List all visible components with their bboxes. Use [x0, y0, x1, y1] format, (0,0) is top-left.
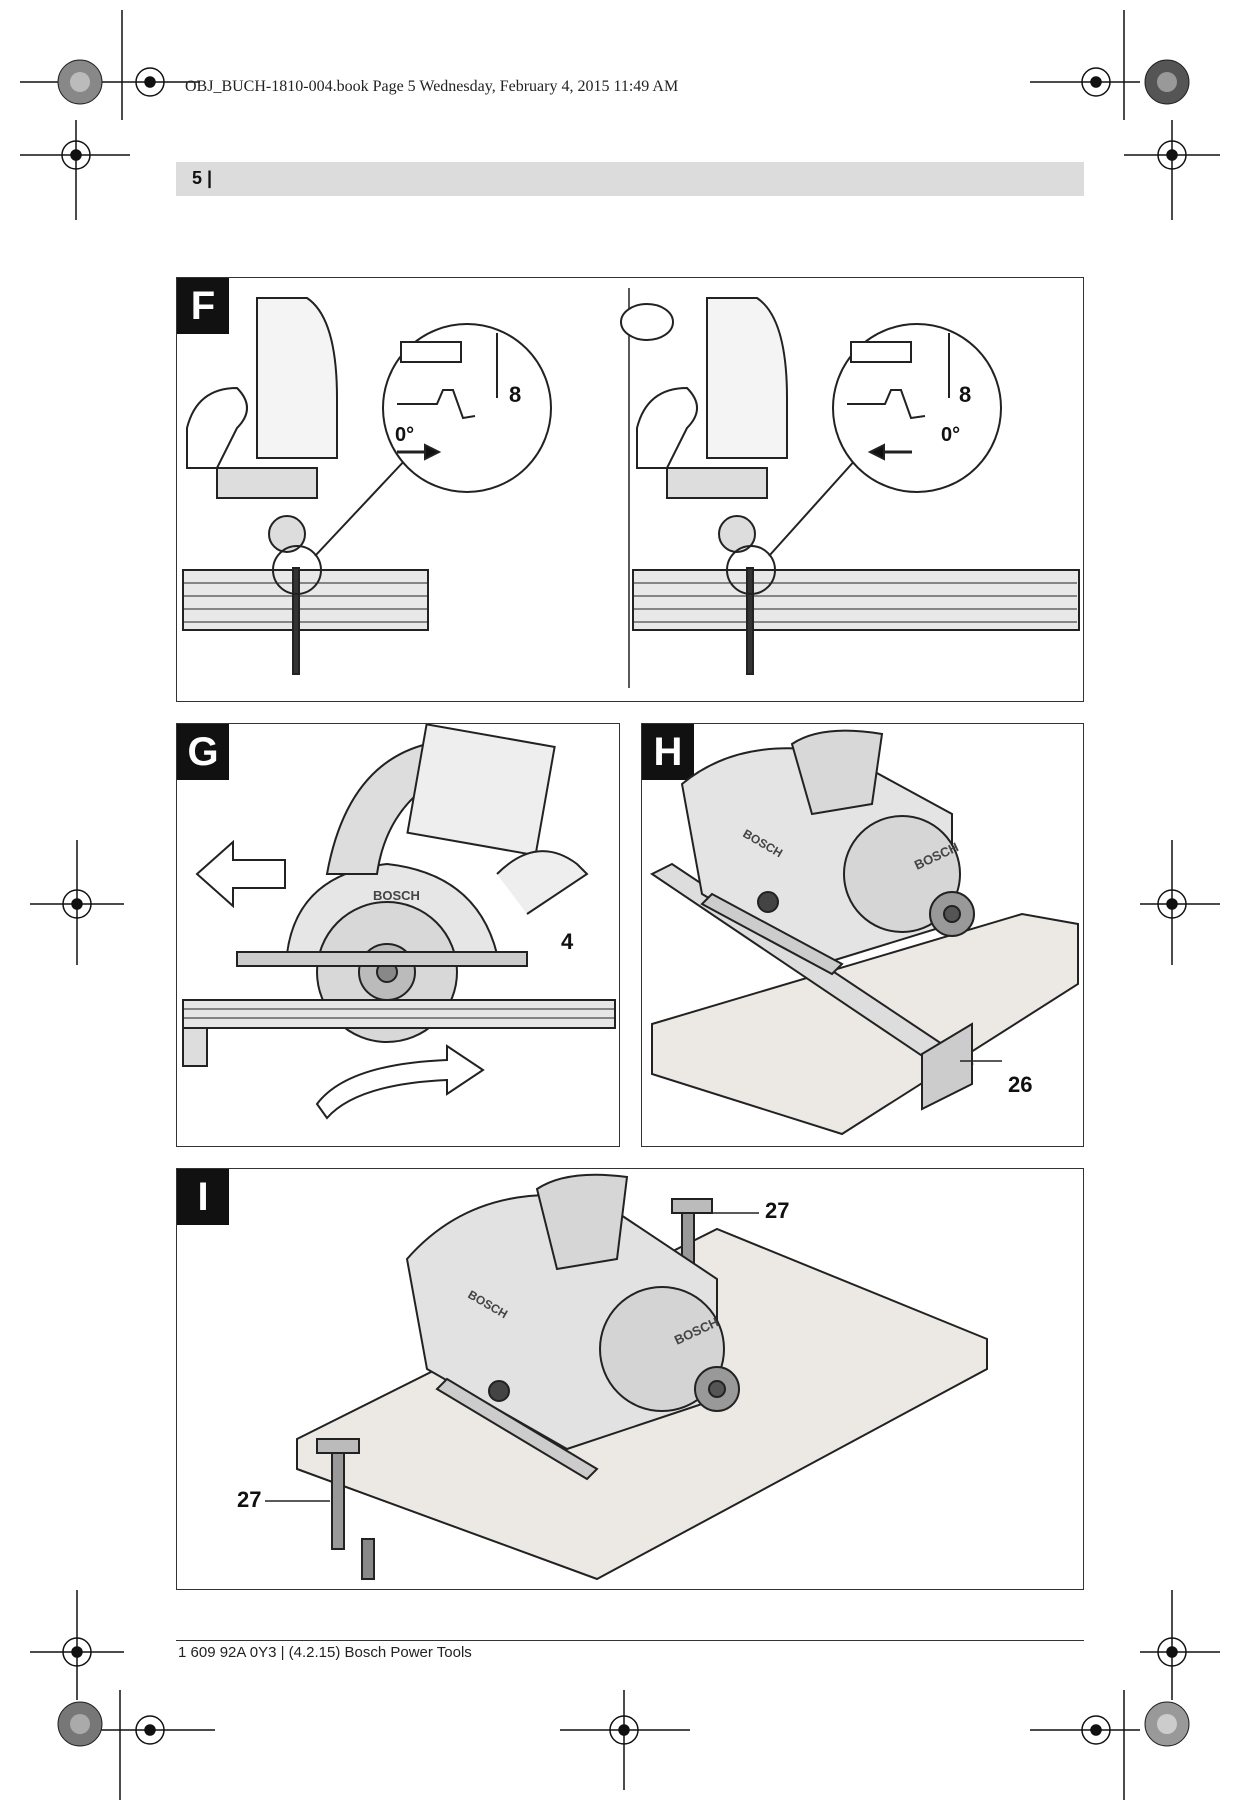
callout-4: 4: [561, 929, 574, 954]
crosshair-icon: [20, 10, 200, 120]
callout-27-top: 27: [765, 1198, 790, 1223]
callout-8-right: 8: [959, 382, 972, 407]
panel-label-f: F: [177, 278, 229, 334]
figure-panel-h: H BOSCH BOSCH 26: [641, 723, 1084, 1147]
figure-panel-f: F: [176, 277, 1084, 702]
footer-text: 1 609 92A 0Y3 | (4.2.15) Bosch Power Too…: [178, 1644, 472, 1661]
figure-panel-g: G BOSCH 4: [176, 723, 620, 1147]
figure-panel-i: I BOSCH BOSCH 27 27: [176, 1168, 1084, 1590]
saw-cutting-direction-illustration: BOSCH: [182, 724, 616, 1120]
page-header-bar: 5 |: [176, 162, 1084, 196]
saw-side-view-illustration: [182, 288, 1080, 688]
rotation-arrow-icon: [315, 1044, 485, 1120]
callout-27-left: 27: [237, 1487, 262, 1512]
page-number: 5 |: [192, 168, 213, 188]
callout-8-left: 8: [509, 382, 522, 407]
panel-label-i: I: [177, 1169, 229, 1225]
footer-rule: [176, 1640, 1084, 1641]
arrow-left-icon: [195, 839, 286, 909]
registration-wheel-icon: [57, 59, 1190, 1747]
brand-logo: BOSCH: [373, 888, 420, 903]
saw-clamped-workpiece-illustration: BOSCH BOSCH: [265, 1173, 988, 1581]
callout-angle-right: 0°: [941, 424, 961, 446]
print-header: OBJ_BUCH-1810-004.book Page 5 Wednesday,…: [185, 78, 679, 95]
panel-label-g: G: [177, 724, 229, 780]
saw-with-guide-rail-illustration: BOSCH BOSCH: [650, 729, 1079, 1136]
panel-label-h: H: [642, 724, 694, 780]
callout-angle-left: 0°: [395, 424, 415, 446]
callout-26: 26: [1008, 1072, 1033, 1097]
